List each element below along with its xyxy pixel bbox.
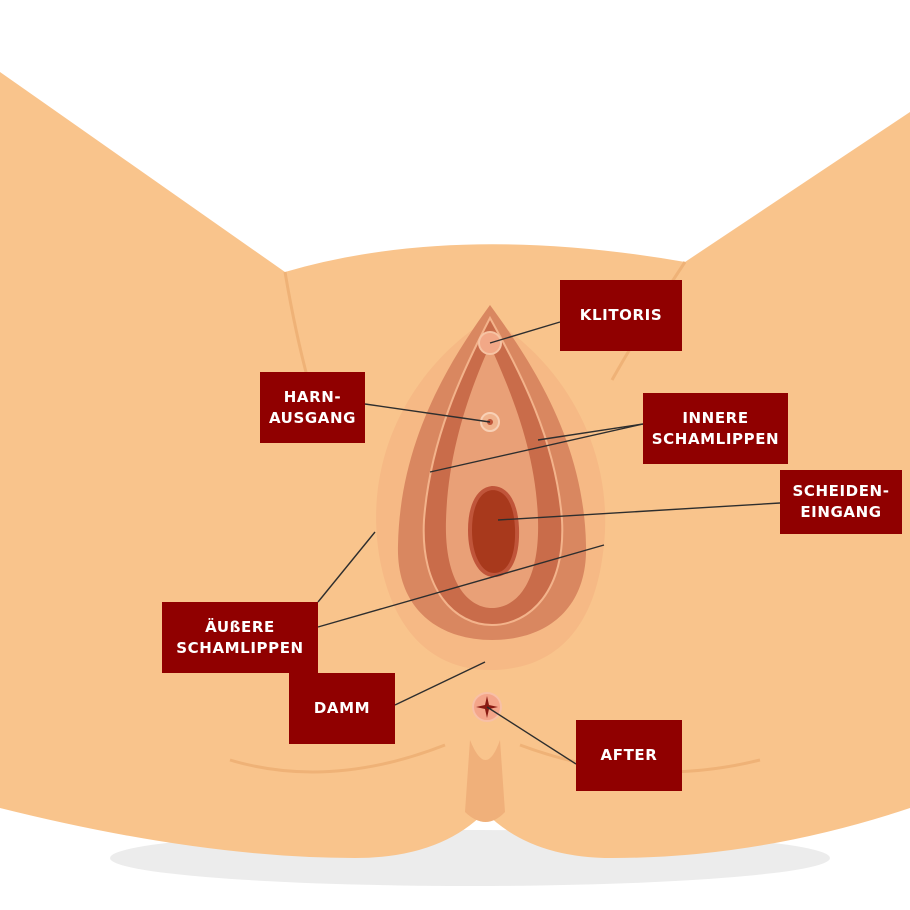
- label-aeussere-schamlippen-line-2: SCHAMLIPPEN: [176, 638, 304, 657]
- leader-line-klitoris: [489, 321, 561, 344]
- leader-line-harnausgang: [364, 403, 491, 423]
- leader-line-after: [486, 706, 577, 765]
- label-klitoris: KLITORIS: [560, 280, 682, 351]
- label-innere-schamlippen: INNERE SCHAMLIPPEN: [643, 393, 788, 464]
- label-klitoris-line-1: KLITORIS: [579, 306, 663, 324]
- leader-line-innere-schamlippen-2: [429, 423, 644, 473]
- label-after-line-1: AFTER: [600, 746, 658, 764]
- left-buttock-crease: [229, 743, 446, 774]
- label-aeussere-schamlippen-line-1: ÄUßERE: [205, 617, 275, 636]
- label-scheideneingang-line-2: EINGANG: [800, 503, 882, 521]
- leader-line-aeussere-schamlippen-1: [317, 531, 376, 603]
- label-scheideneingang: SCHEIDEN- EINGANG: [780, 470, 902, 534]
- label-after: AFTER: [576, 720, 682, 791]
- leader-lines: [317, 321, 781, 765]
- leader-line-aeussere-schamlippen-2: [317, 544, 605, 628]
- label-harnausgang: HARN- AUSGANG: [260, 372, 365, 443]
- leader-line-scheideneingang: [497, 502, 781, 521]
- leader-line-innere-schamlippen-1: [537, 423, 644, 441]
- label-harnausgang-line-1: HARN-: [283, 387, 342, 406]
- label-aeussere-schamlippen: ÄUßERE SCHAMLIPPEN: [162, 602, 318, 673]
- label-scheideneingang-line-1: SCHEIDEN-: [792, 482, 890, 500]
- label-harnausgang-line-2: AUSGANG: [268, 408, 357, 427]
- leader-line-damm: [394, 661, 486, 706]
- label-damm: DAMM: [289, 673, 395, 744]
- label-innere-schamlippen-line-2: SCHAMLIPPEN: [651, 429, 780, 448]
- label-damm-line-1: DAMM: [313, 699, 371, 717]
- gluteal-cleft: [465, 740, 505, 822]
- label-innere-schamlippen-line-1: INNERE: [682, 408, 749, 427]
- vaginal-opening-shape: [467, 485, 520, 578]
